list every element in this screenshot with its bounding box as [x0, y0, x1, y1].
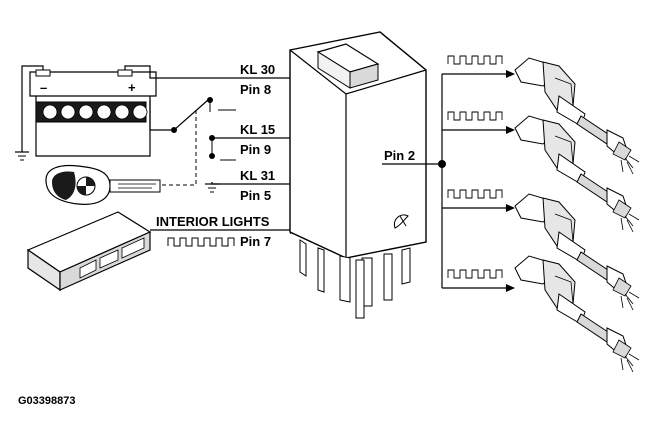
interior-light-module [26, 211, 152, 292]
fuel-injector-1 [514, 57, 640, 175]
battery-negative-label: – [40, 80, 47, 95]
label-pin9: Pin 9 [240, 142, 271, 157]
ignition-switch [149, 97, 240, 186]
label-pin2: Pin 2 [384, 148, 415, 163]
interior-lights-wire [150, 226, 299, 247]
battery-ground [15, 65, 44, 161]
label-pin5: Pin 5 [240, 188, 271, 203]
figure-id: G03398873 [18, 395, 76, 407]
relay [289, 31, 427, 319]
label-pin7: Pin 7 [240, 234, 271, 249]
battery-positive-label: + [128, 80, 136, 95]
pulse-trains [447, 55, 503, 279]
label-kl31: KL 31 [240, 168, 275, 183]
label-interior-lights: INTERIOR LIGHTS [156, 214, 270, 229]
battery: – + [29, 69, 157, 157]
label-kl15: KL 15 [240, 122, 275, 137]
label-kl30: KL 30 [240, 62, 275, 77]
pin2-bus [382, 70, 515, 292]
key-fob [45, 164, 161, 205]
battery-cell-group [42, 104, 148, 120]
label-pin8: Pin 8 [240, 82, 271, 97]
relay-pins [299, 239, 411, 319]
